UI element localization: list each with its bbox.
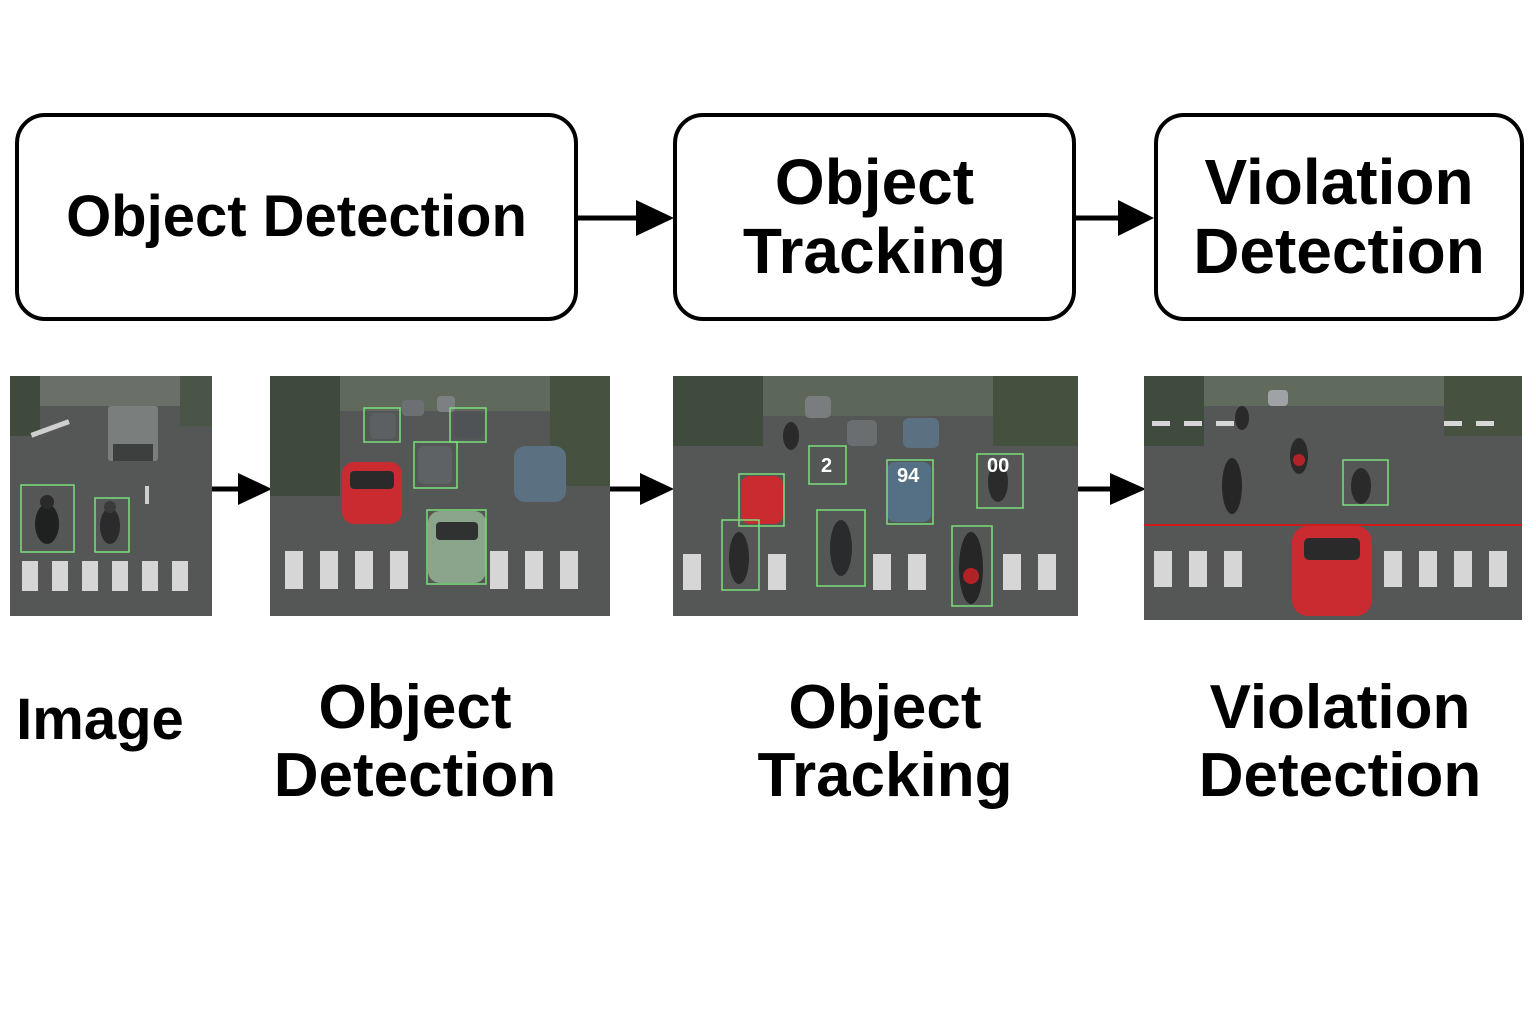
panel-image (10, 376, 212, 616)
stage-label-object-detection: Object Detection (66, 183, 527, 249)
arrow-image-to-detection (212, 473, 272, 505)
stage-box-object-tracking: Object Tracking (673, 113, 1076, 321)
caption-object-detection: Object Detection (273, 673, 557, 811)
caption-image: Image (16, 687, 184, 752)
stage-label-violation-detection: Violation Detection (1193, 145, 1485, 287)
panel-violation-detection (1144, 376, 1522, 620)
stage-label-object-tracking: Object Tracking (742, 145, 1007, 287)
caption-violation-detection: Violation Detection (1198, 673, 1482, 811)
stage-box-object-detection: Object Detection (15, 113, 578, 321)
arrow-detection-to-tracking-panel (610, 473, 674, 505)
arrow-tracking-to-violation (1076, 200, 1154, 236)
track-id-2: 2 (821, 455, 832, 477)
panel-object-tracking: 2 94 00 (673, 376, 1078, 616)
panel-object-detection (270, 376, 610, 616)
arrow-tracking-to-violation-panel (1078, 473, 1146, 505)
track-id-00: 00 (987, 455, 1009, 477)
arrow-detection-to-tracking (578, 200, 674, 236)
stage-box-violation-detection: Violation Detection (1154, 113, 1524, 321)
caption-object-tracking: Object Tracking (757, 673, 1013, 811)
track-id-94: 94 (897, 465, 920, 487)
